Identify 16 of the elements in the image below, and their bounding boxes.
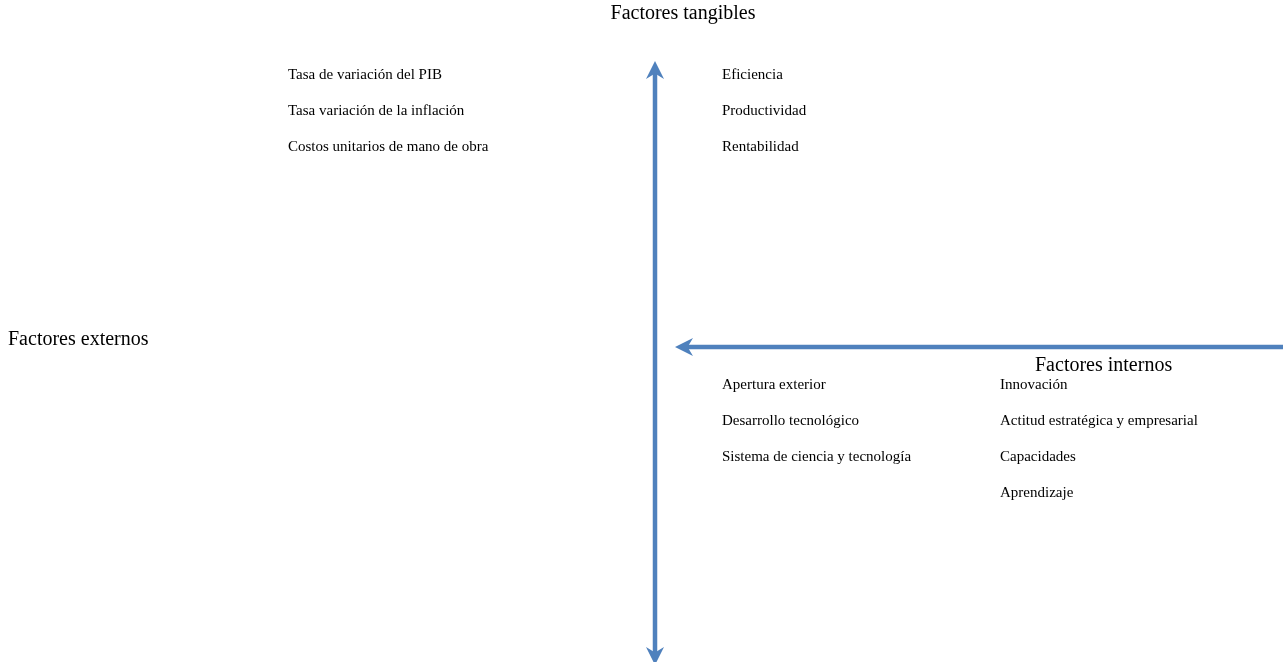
- factor-item: Innovación: [1000, 375, 1068, 393]
- factor-item: Eficiencia: [722, 65, 783, 83]
- factor-item: Tasa de variación del PIB: [288, 65, 442, 83]
- factor-item: Aprendizaje: [1000, 483, 1074, 501]
- factor-item: Capacidades: [1000, 447, 1076, 465]
- factor-item: Tasa variación de la inflación: [288, 101, 465, 119]
- factor-item: Desarrollo tecnológico: [722, 411, 860, 429]
- factor-item: Rentabilidad: [722, 137, 799, 155]
- axis-title: Factores tangibles: [610, 0, 756, 24]
- axis-title: Factores externos: [8, 326, 149, 350]
- factor-item: Productividad: [722, 101, 807, 119]
- factor-item: Sistema de ciencia y tecnología: [722, 447, 912, 465]
- factor-item: Costos unitarios de mano de obra: [288, 137, 489, 155]
- factor-item: Apertura exterior: [722, 375, 826, 393]
- axis-title: Factores internos: [1035, 352, 1173, 376]
- factor-item: Actitud estratégica y empresarial: [1000, 411, 1198, 429]
